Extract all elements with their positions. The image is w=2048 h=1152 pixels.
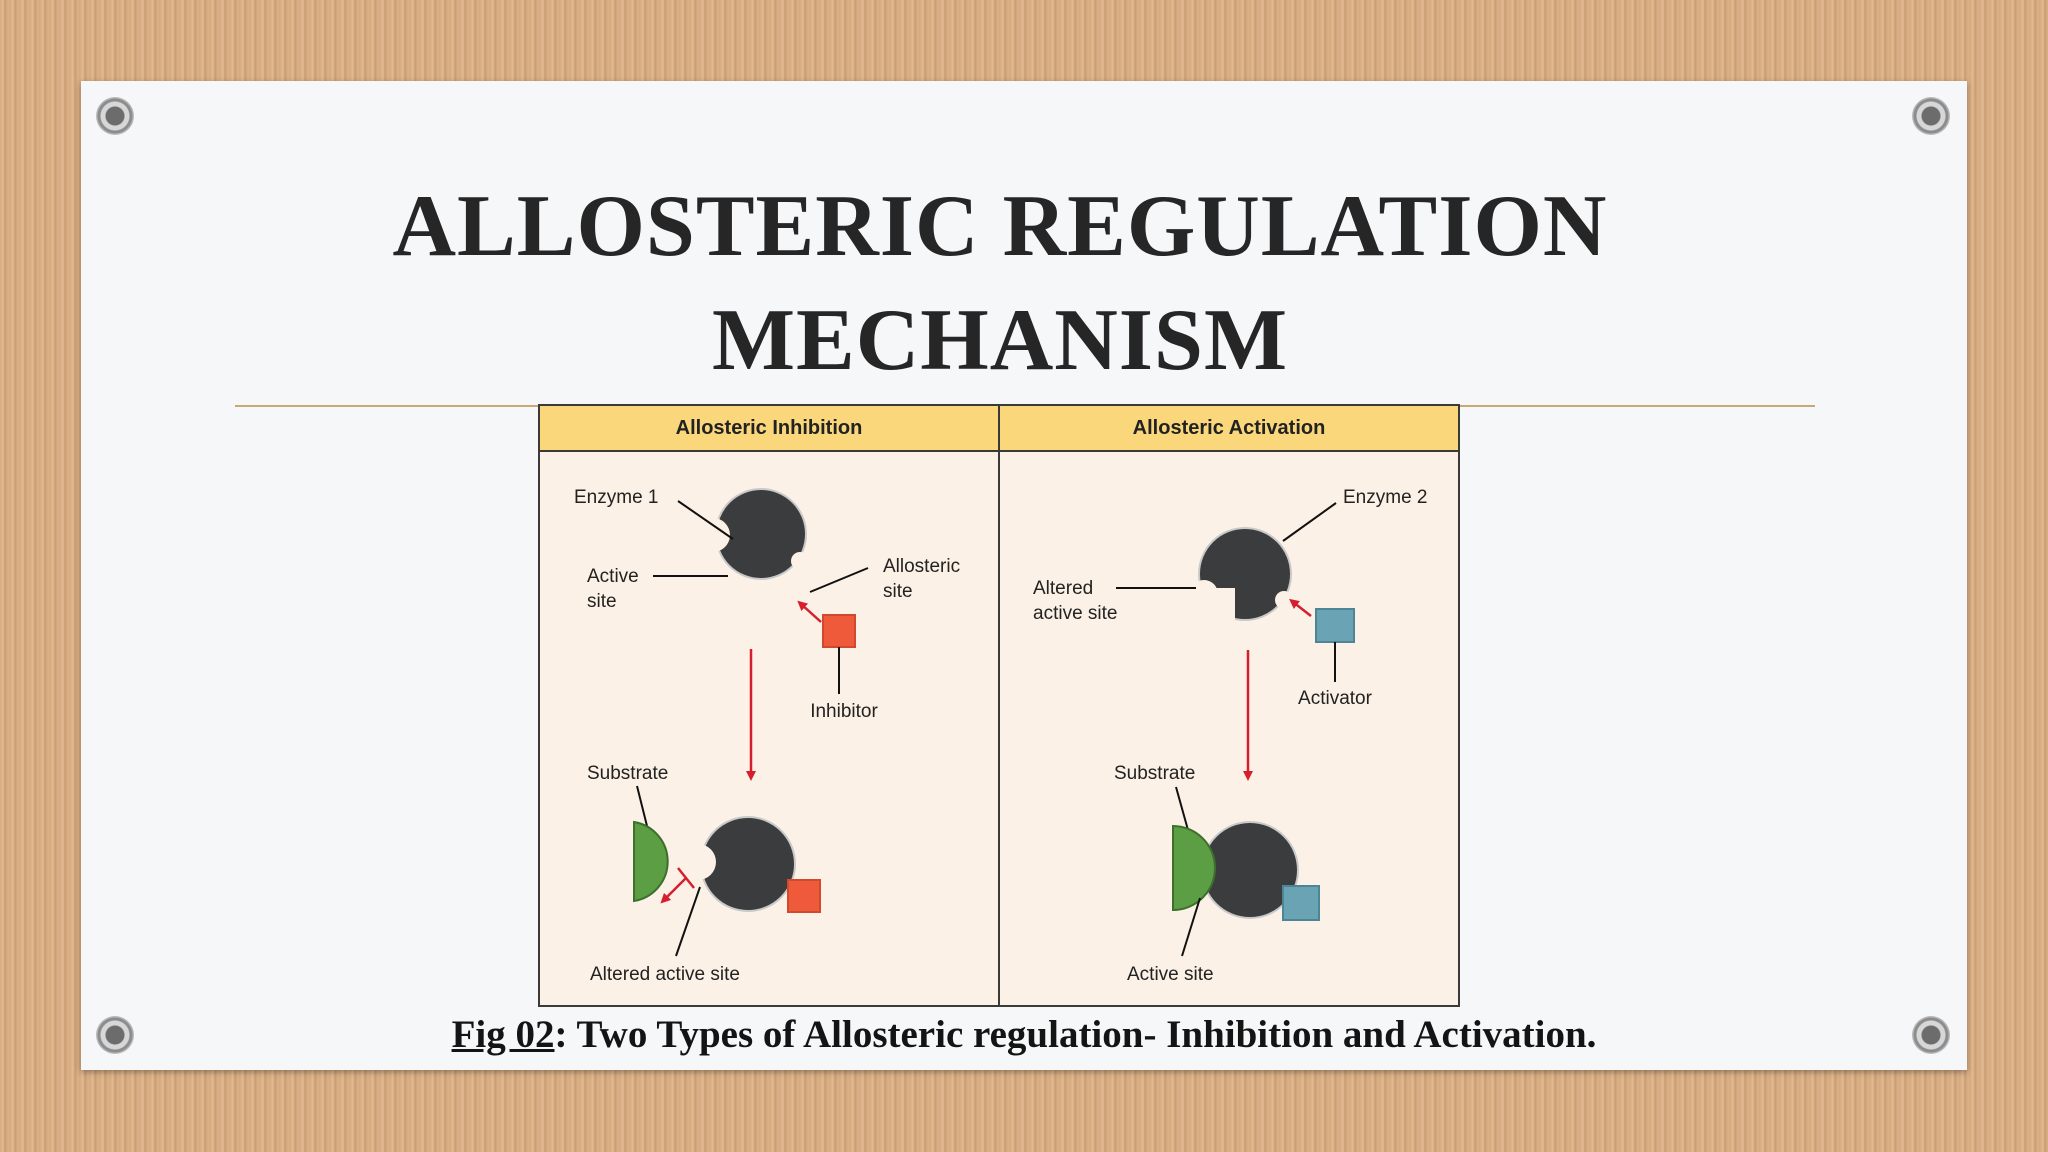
enzyme-1-altered-shape <box>680 816 796 912</box>
altered-site-label-line1: Altered <box>1033 578 1093 599</box>
top-right-grommet-icon <box>1912 97 1950 135</box>
altered-site-label-line2: active site <box>1033 603 1117 624</box>
altered-active-site-leader <box>675 886 701 957</box>
caption-fig-label: Fig 02 <box>451 1013 555 1056</box>
inhibition-header-bar <box>540 406 999 451</box>
allosteric-regulation-figure: Allosteric Inhibition Allosteric Activat… <box>538 404 1460 1007</box>
activator-square <box>1315 608 1355 643</box>
enzyme-2-shape <box>1189 527 1293 628</box>
inhibition-substrate-label: Substrate <box>587 763 668 784</box>
allosteric-site-leader <box>809 567 869 593</box>
altered-active-site-label: Altered active site <box>590 964 740 985</box>
activation-substrate-leader <box>1175 786 1189 831</box>
substrate-blocked-tick <box>677 867 695 889</box>
activation-header-bar <box>999 406 1458 451</box>
active-site-label-line2: site <box>587 591 617 612</box>
inhibitor-square <box>822 614 856 648</box>
bottom-right-grommet-icon <box>1912 1016 1950 1054</box>
activation-header: Allosteric Activation <box>1133 417 1326 439</box>
caption-text: : Two Types of Allosteric regulation- In… <box>554 1013 1597 1056</box>
title-line-1: ALLOSTERIC REGULATION <box>392 178 1608 275</box>
enzyme-1-label: Enzyme 1 <box>574 487 658 508</box>
bound-activator-square <box>1282 885 1320 921</box>
activator-label: Activator <box>1298 688 1373 709</box>
active-site-bottom-leader <box>1181 897 1201 957</box>
active-site-label-line1: Active <box>587 566 639 587</box>
inhibitor-label: Inhibitor <box>810 701 878 722</box>
activator-binding-arrow <box>1289 598 1312 617</box>
activation-substrate-shape <box>1172 824 1216 912</box>
top-left-grommet-icon <box>96 97 134 135</box>
inhibition-header: Allosteric Inhibition <box>676 417 863 439</box>
inhibition-substrate-shape <box>633 820 669 903</box>
enzyme-1-leader <box>677 500 734 540</box>
figure-caption: Fig 02: Two Types of Allosteric regulati… <box>0 1012 2048 1057</box>
bottom-left-grommet-icon <box>96 1016 134 1054</box>
enzyme-1-shape <box>696 488 809 580</box>
active-site-bottom-label: Active site <box>1127 964 1214 985</box>
inhibitor-binding-arrow <box>797 600 822 623</box>
enzyme-2-label: Enzyme 2 <box>1343 487 1427 508</box>
slide-title: ALLOSTERIC REGULATION MECHANISM <box>0 170 2000 398</box>
allosteric-site-label-line2: site <box>883 581 913 602</box>
title-line-2: MECHANISM <box>711 292 1289 389</box>
bound-inhibitor-square <box>787 879 821 913</box>
allosteric-site-label-line1: Allosteric <box>883 556 960 577</box>
activation-substrate-label: Substrate <box>1114 763 1195 784</box>
substrate-blocked-arrow <box>660 877 687 904</box>
enzyme-2-leader <box>1282 502 1337 542</box>
